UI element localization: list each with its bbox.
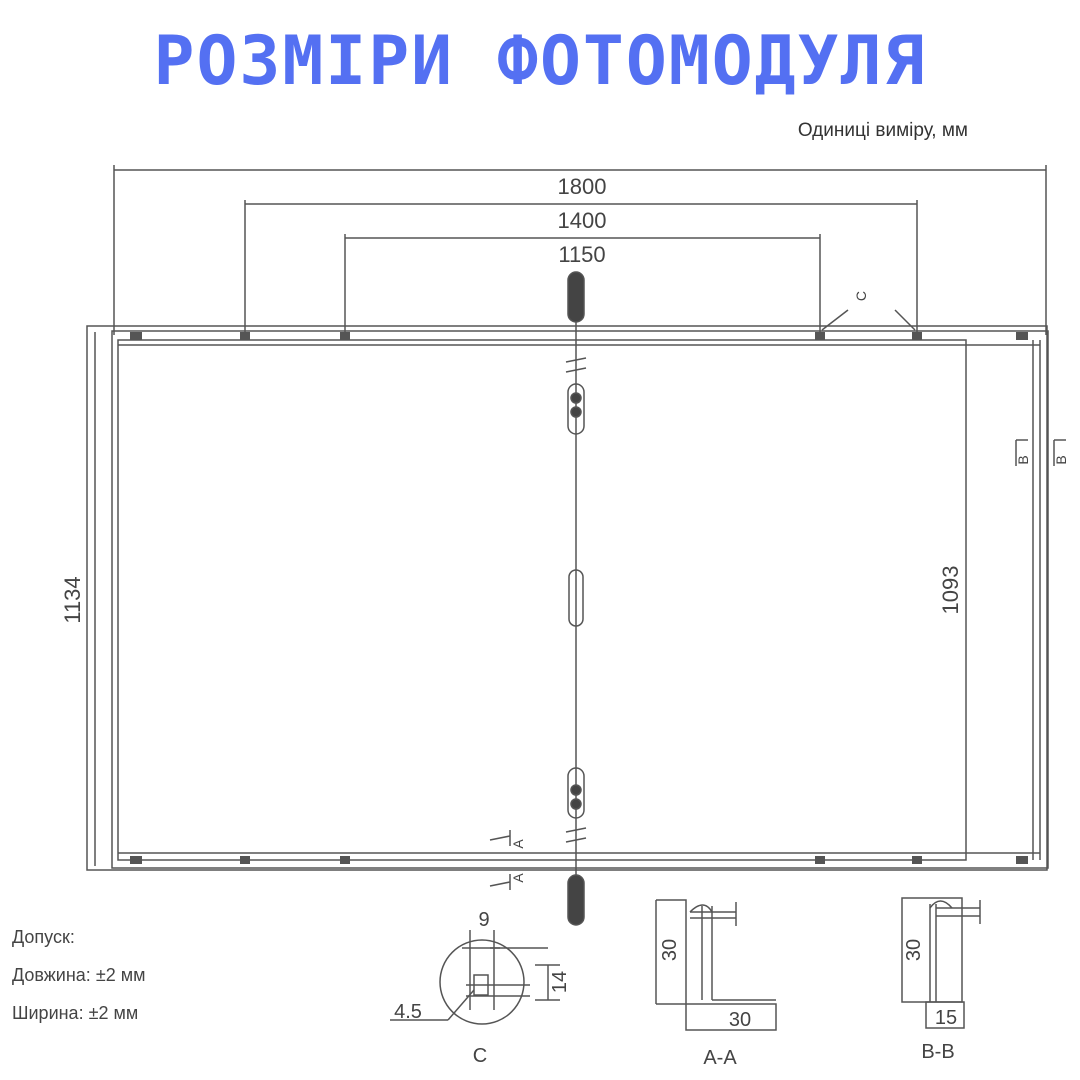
units-note: Одиниці виміру, мм xyxy=(797,120,968,141)
section-bb-width: 15 xyxy=(935,1007,957,1029)
dim-width-outer: 1134 xyxy=(60,576,85,623)
detail-c-dim-left: 4.5 xyxy=(394,1001,422,1023)
marker-b-left: B xyxy=(1015,455,1031,464)
dim-length-outer: 1800 xyxy=(558,174,607,199)
dim-hole-spacing-outer: 1400 xyxy=(558,208,607,233)
dim-hole-spacing-inner: 1150 xyxy=(558,242,605,267)
module-frame-side xyxy=(111,330,1049,869)
marker-c: C xyxy=(853,291,869,301)
section-aa-width: 30 xyxy=(729,1009,751,1031)
section-bb-height: 30 xyxy=(903,939,925,961)
dim-width-inner: 1093 xyxy=(938,566,963,615)
detail-c-label: C xyxy=(473,1045,487,1067)
module-glass xyxy=(117,339,967,861)
tolerance-heading: Допуск: xyxy=(12,927,75,947)
marker-a-bottom: A xyxy=(510,873,526,883)
marker-a-top: A xyxy=(510,839,526,849)
detail-c-dim-right: 14 xyxy=(549,971,571,993)
module-frame-outer xyxy=(86,325,1048,871)
section-bb-label: B-B xyxy=(921,1041,954,1063)
tolerance-width: Ширина: ±2 мм xyxy=(12,1003,139,1023)
tolerance-block: Допуск: Довжина: ±2 мм Ширина: ±2 мм xyxy=(12,918,145,1032)
page-title: РОЗМІРИ ФОТОМОДУЛЯ xyxy=(153,22,927,101)
section-aa-height: 30 xyxy=(659,939,681,961)
marker-b-right: B xyxy=(1053,455,1069,464)
section-aa-label: A-A xyxy=(703,1047,737,1069)
tolerance-length: Довжина: ±2 мм xyxy=(12,965,146,985)
detail-c-dim-top: 9 xyxy=(478,909,489,931)
